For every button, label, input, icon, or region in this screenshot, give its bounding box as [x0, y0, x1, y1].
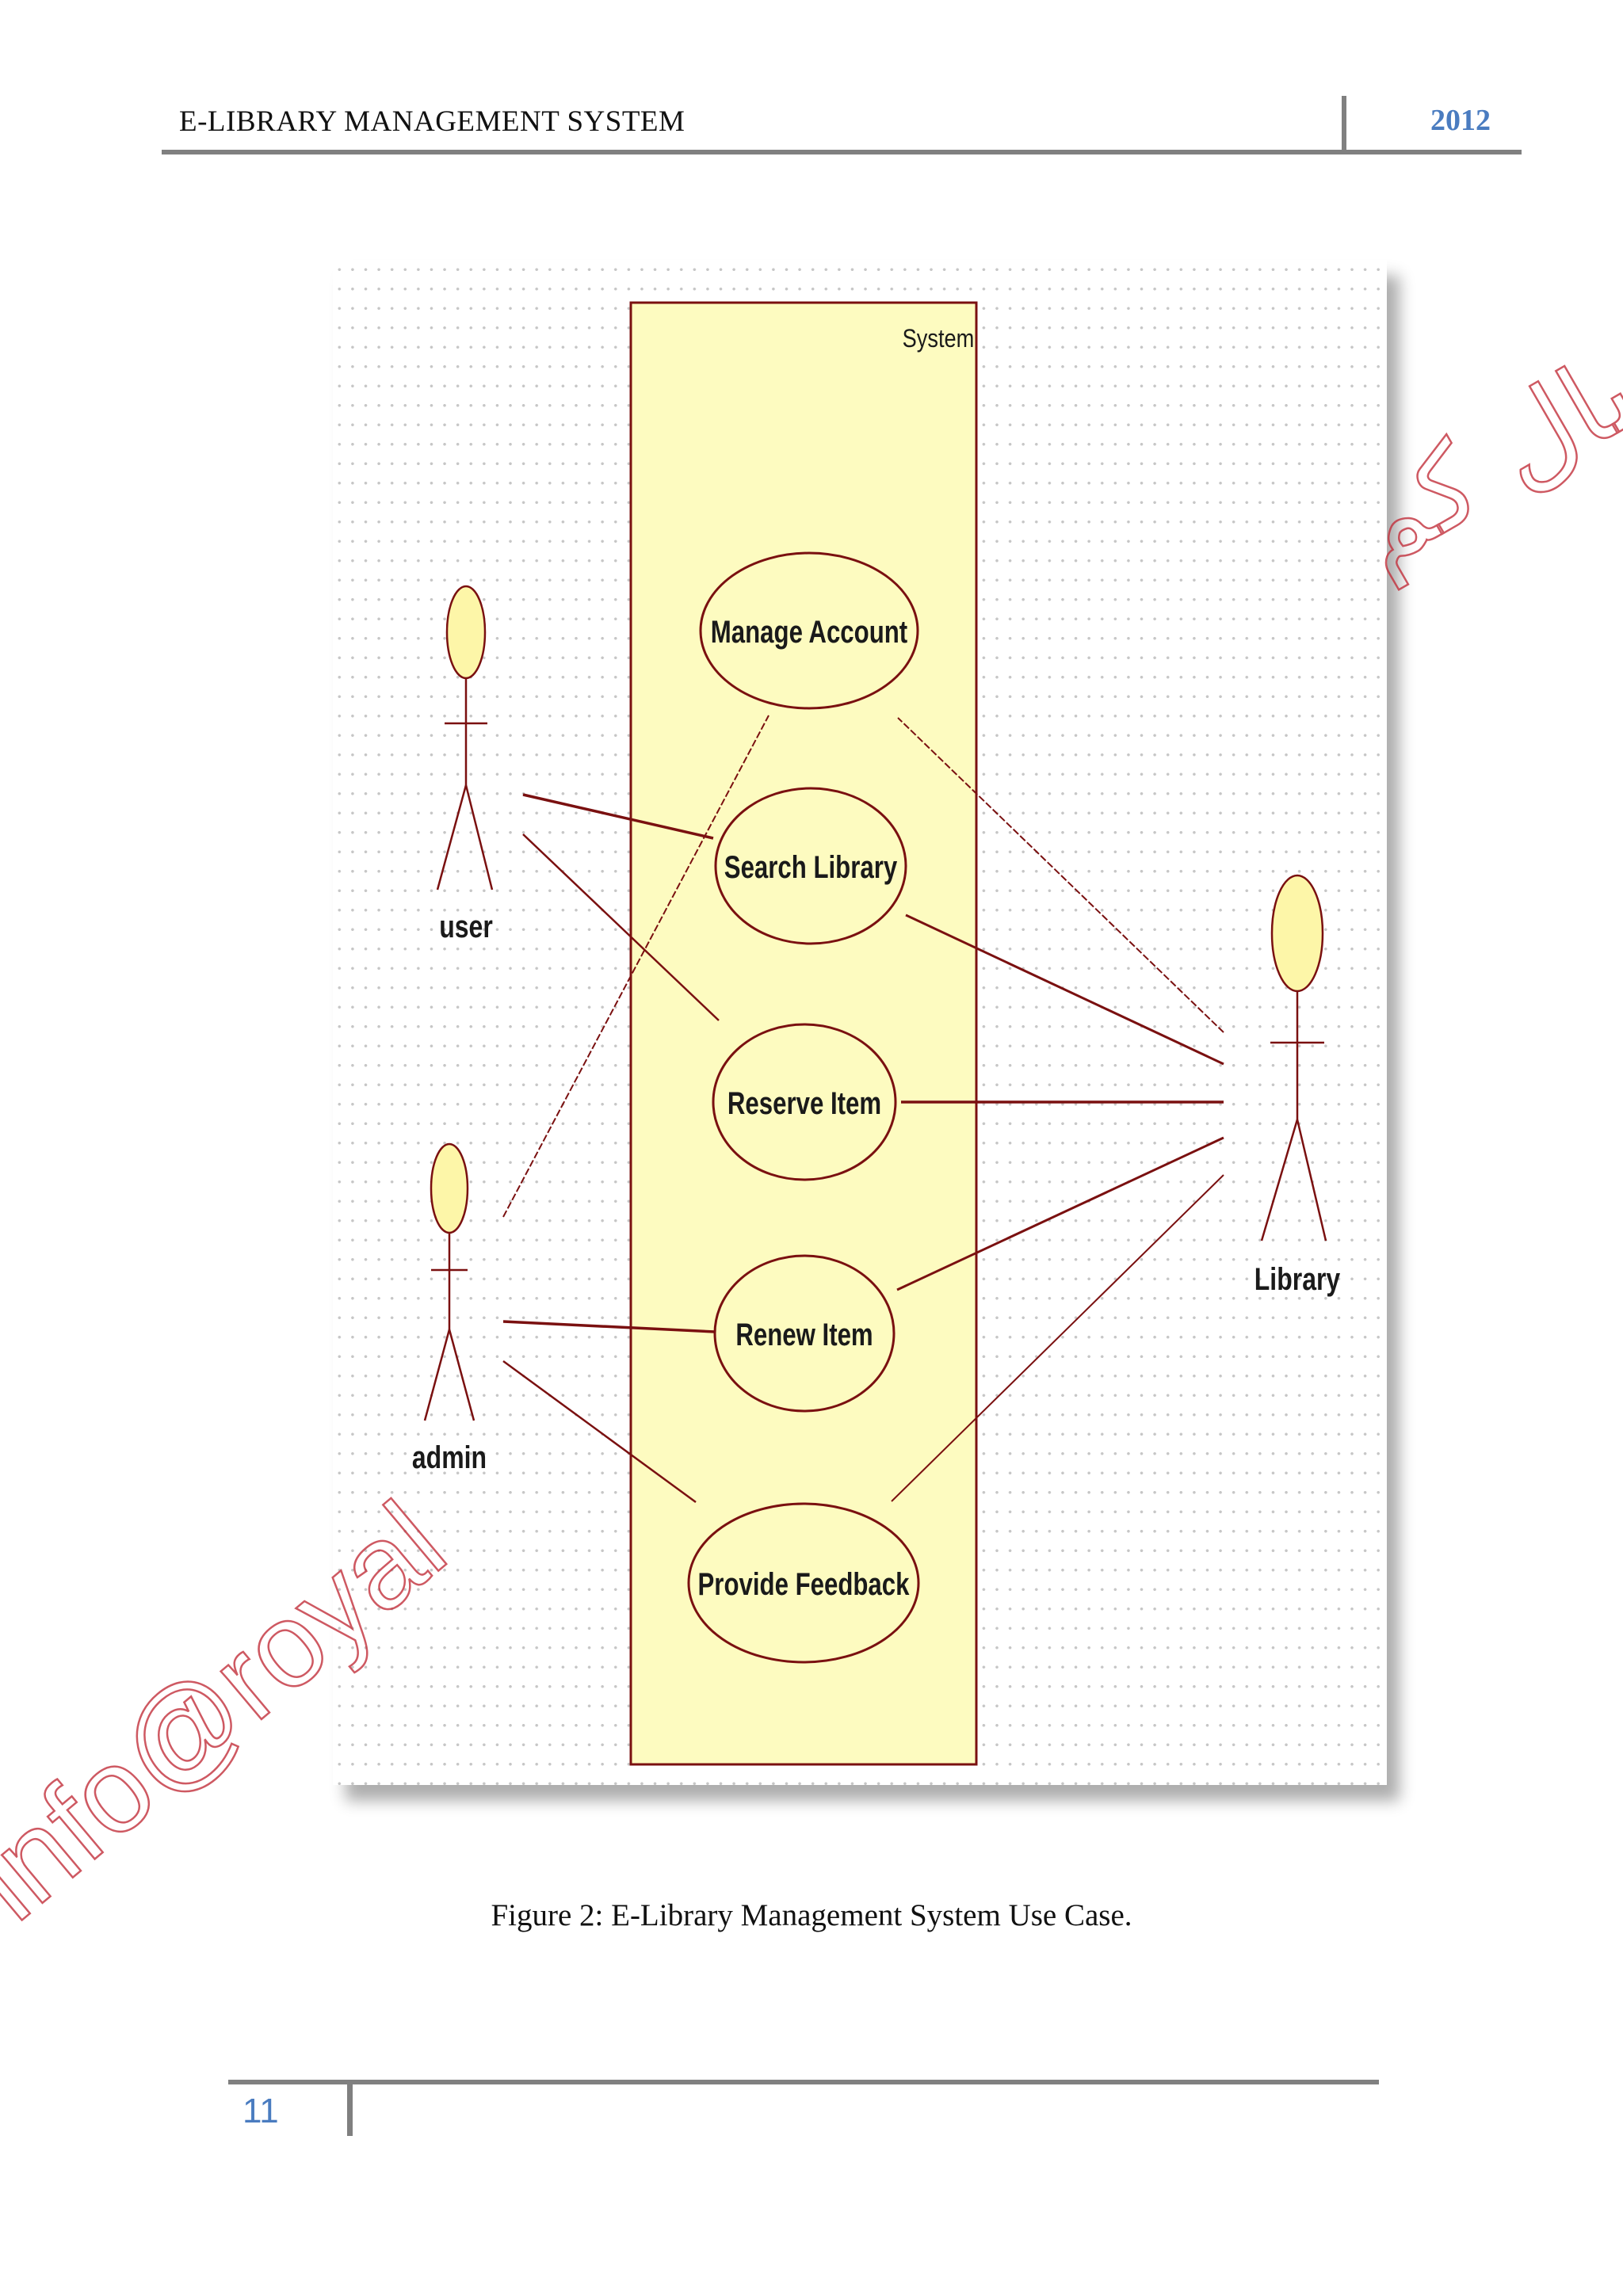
actor-user — [436, 585, 494, 891]
actor-label-user: user — [439, 909, 493, 944]
use-case-label-manage-account: Manage Account — [711, 614, 907, 650]
use-case-diagram: System Manage Account Search Library Res… — [333, 260, 1387, 1785]
document-header-year: 2012 — [1430, 104, 1491, 137]
figure-caption: Figure 2: E-Library Management System Us… — [491, 1898, 1132, 1932]
actor-admin — [423, 1142, 475, 1421]
use-case-label-search-library: Search Library — [724, 849, 897, 885]
header-rule — [162, 150, 1522, 154]
use-case-search-library — [714, 787, 907, 945]
use-case-label-provide-feedback: Provide Feedback — [698, 1566, 910, 1602]
association-admin-provide-feedback — [502, 1360, 697, 1504]
system-label: System — [903, 325, 975, 353]
footer-rule — [228, 2080, 1379, 2084]
use-case-diagram-canvas: System Manage Account Search Library Res… — [412, 301, 1340, 1766]
actor-label-admin: admin — [412, 1440, 487, 1475]
association-library-renew-item — [896, 1136, 1224, 1291]
association-user-reserve-item — [522, 833, 720, 1021]
use-case-label-renew-item: Renew Item — [735, 1317, 873, 1352]
association-user-search-library — [522, 793, 714, 840]
actor-library — [1260, 874, 1327, 1241]
document-header-title: E-LIBRARY MANAGEMENT SYSTEM — [179, 105, 685, 138]
association-admin-manage-account — [502, 715, 769, 1218]
header-divider — [1342, 96, 1346, 154]
use-case-renew-item — [713, 1254, 896, 1413]
association-admin-renew-item — [502, 1320, 716, 1333]
association-library-search-library — [905, 913, 1224, 1066]
use-case-manage-account — [699, 551, 919, 710]
association-library-manage-account — [897, 717, 1224, 1033]
use-case-provide-feedback — [687, 1502, 920, 1664]
footer-divider — [347, 2081, 353, 2136]
use-case-reserve-item — [712, 1023, 897, 1181]
actor-label-library: Library — [1254, 1261, 1340, 1297]
page-number: 11 — [242, 2092, 279, 2130]
association-library-provide-feedback — [891, 1174, 1224, 1502]
use-case-label-reserve-item: Reserve Item — [727, 1085, 881, 1121]
